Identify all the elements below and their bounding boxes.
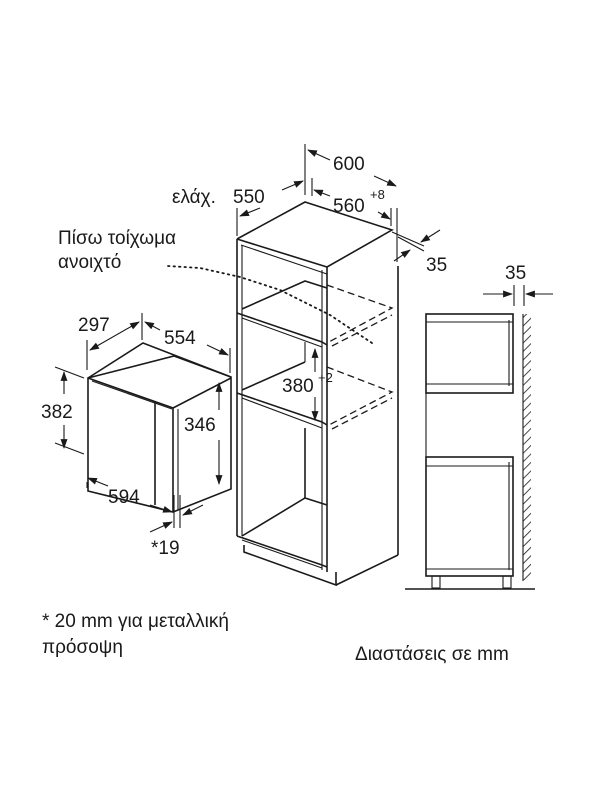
tall-cabinet [167,201,399,587]
microwave-dimensions [54,313,231,533]
dim-height-382: 382 [41,402,73,423]
dim-niche-height-tolerance: +2 [318,370,333,385]
units-label: Διαστάσεις σε mm [355,644,509,665]
dim-min-depth-550: 550 [233,187,265,208]
dim-front-offset-19: *19 [151,538,180,559]
dim-min-depth-prefix: ελάχ. [172,187,216,208]
dim-niche-width-tolerance: +8 [370,187,385,202]
dim-rear-gap-35: 35 [426,255,447,276]
rear-wall-label-line1: Πίσω τοίχωμα [58,228,176,249]
dim-depth-297: 297 [78,315,110,336]
footnote-line1: * 20 mm για μεταλλική [42,611,229,632]
dim-width-554: 554 [164,328,196,349]
dim-inner-height-346: 346 [184,415,216,436]
side-view [405,285,553,590]
cabinet-dimensions [236,144,441,421]
dim-front-width-594: 594 [108,487,140,508]
microwave-appliance [87,342,232,513]
dim-niche-width-560: 560 [333,196,365,217]
footnote-line2: πρόσοψη [42,637,123,658]
dim-niche-height-380: 380 [282,376,314,397]
rear-wall-label-line2: ανοιχτό [58,252,121,273]
dim-wall-gap-35: 35 [505,263,526,284]
dim-outer-width-600: 600 [333,154,365,175]
